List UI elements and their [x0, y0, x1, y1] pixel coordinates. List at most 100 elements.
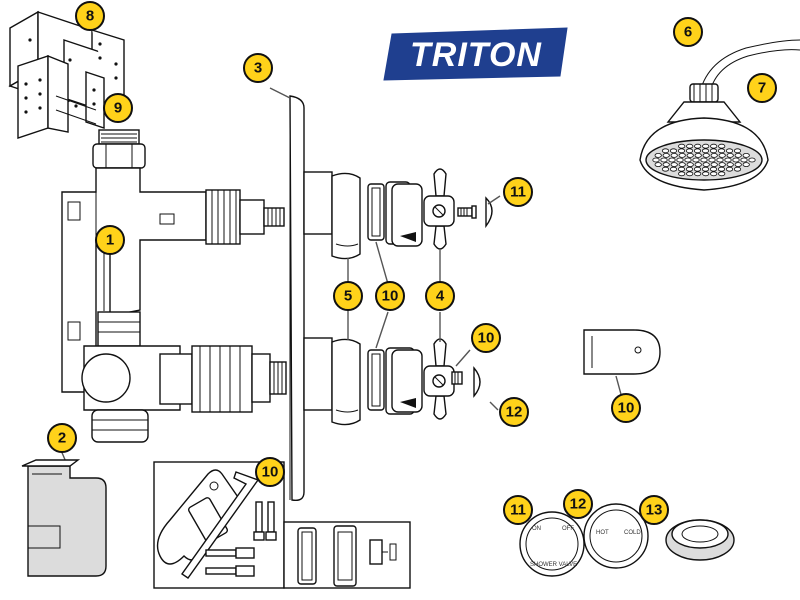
callout-12-disc: 12: [563, 489, 593, 519]
nozzle-dot: [668, 157, 676, 163]
screw-upper: [457, 205, 477, 219]
callout-label: 4: [436, 288, 445, 305]
nozzle-dot: [710, 162, 718, 168]
nozzle-dot: [742, 162, 750, 168]
callout-9: 9: [103, 93, 133, 123]
nozzle-dot: [693, 166, 702, 172]
cover-cap: [665, 519, 735, 561]
callout-13: 13: [639, 495, 669, 525]
disc-off-label: OFF: [562, 526, 574, 532]
callout-label: 1: [106, 232, 114, 249]
nozzle-dot: [678, 143, 686, 149]
nozzle-dot: [710, 152, 718, 158]
callout-11-disc: 11: [503, 495, 533, 525]
nozzle-dot: [693, 148, 702, 154]
callout-3: 3: [243, 53, 273, 83]
nozzle-dot: [694, 152, 702, 158]
nozzle-dot: [662, 152, 670, 158]
callout-10-tab: 10: [611, 393, 641, 423]
nozzle-dot: [676, 157, 684, 163]
nozzle-dot: [700, 157, 708, 163]
nozzle-dot: [702, 152, 710, 158]
nozzle-dot: [685, 148, 694, 154]
callout-label: 11: [510, 184, 526, 201]
disc-on-label: ON: [532, 526, 541, 532]
cap-lower: [473, 366, 481, 398]
triton-logo: TRITON: [383, 27, 568, 81]
nozzle-dot: [740, 157, 748, 163]
nozzle-dot: [661, 148, 670, 154]
nozzle-dot: [652, 157, 660, 163]
wall-plugs: [205, 501, 277, 577]
shower-hose: [699, 39, 800, 93]
nozzle-dot: [670, 162, 678, 168]
nozzle-dot: [692, 157, 700, 163]
callout-10-screw: 10: [471, 323, 501, 353]
nozzle-dot: [685, 166, 694, 172]
disc-cold-label: COLD: [624, 530, 641, 536]
nozzle-dot: [678, 152, 686, 158]
nozzle-dot: [709, 166, 718, 172]
nozzle-dot: [702, 171, 710, 177]
spacer-tab: [583, 329, 661, 375]
callout-5: 5: [333, 281, 363, 311]
shroud-upper: [331, 172, 361, 260]
nozzle-dot: [701, 166, 710, 172]
callout-label: 11: [510, 502, 526, 519]
callout-label: 2: [58, 430, 66, 447]
nozzle-dot: [669, 166, 678, 172]
nozzle-dot: [684, 157, 692, 163]
callout-label: 3: [254, 60, 262, 77]
nozzle-dot: [718, 152, 726, 158]
callout-10-kit: 10: [255, 457, 285, 487]
nozzle-dot: [742, 152, 750, 158]
callout-2: 2: [47, 423, 77, 453]
spares-box: [283, 521, 411, 589]
callout-12-cap: 12: [499, 397, 529, 427]
nozzle-dot: [694, 143, 702, 149]
callout-label: 6: [684, 24, 692, 41]
cross-handle-upper: [391, 168, 455, 250]
valve-body: [61, 129, 287, 443]
nozzle-dot: [725, 166, 734, 172]
nozzle-dot: [748, 157, 756, 163]
nozzle-dot: [733, 166, 742, 172]
mounting-bracket-assembly: [8, 10, 125, 139]
nozzle-dot: [678, 162, 686, 168]
nozzle-dot: [726, 152, 734, 158]
nozzle-dot: [669, 148, 678, 154]
nozzle-dot: [734, 162, 742, 168]
nozzle-dot: [718, 171, 726, 177]
nozzle-dot: [686, 143, 694, 149]
disc-hot-label: HOT: [596, 530, 609, 536]
cross-handle-lower: [391, 338, 455, 420]
nozzle-dot: [709, 148, 718, 154]
wall-template: [21, 459, 107, 577]
nozzle-dot: [716, 157, 724, 163]
screw-lower: [451, 371, 463, 385]
nozzle-dot: [678, 171, 686, 177]
callout-11-cap: 11: [503, 177, 533, 207]
nozzle-dot: [708, 157, 716, 163]
nozzle-dot: [732, 157, 740, 163]
callout-10-sleeve: 10: [375, 281, 405, 311]
faceplate: [289, 95, 333, 502]
installation-kit-box: [153, 461, 285, 589]
cap-upper: [485, 196, 493, 229]
nozzle-dot: [701, 148, 710, 154]
callout-1: 1: [95, 225, 125, 255]
callout-label: 9: [114, 100, 122, 117]
nozzle-dot: [686, 152, 694, 158]
nozzle-dot: [733, 148, 742, 154]
callout-label: 12: [570, 496, 587, 513]
callout-6: 6: [673, 17, 703, 47]
callout-label: 12: [506, 404, 523, 421]
callout-label: 7: [758, 80, 766, 97]
callout-label: 10: [262, 464, 279, 481]
callout-7: 7: [747, 73, 777, 103]
nozzle-dot: [662, 162, 670, 168]
nozzle-dot: [725, 148, 734, 154]
callout-label: 13: [646, 502, 663, 519]
